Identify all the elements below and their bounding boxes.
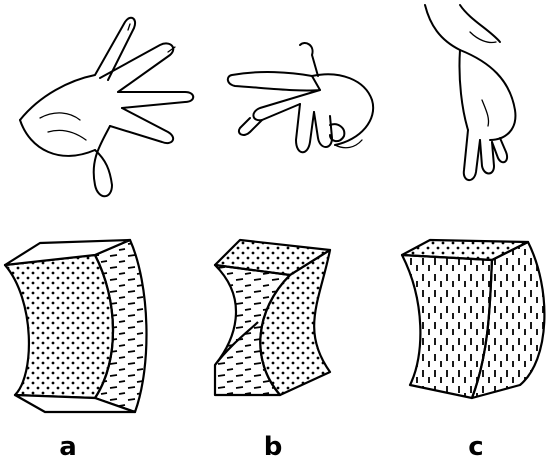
panel-label-b: b <box>263 432 283 462</box>
hand-a-illustration <box>19 16 195 198</box>
panel-label-c: c <box>468 432 484 462</box>
block-c-lateral-bend <box>400 238 546 400</box>
hand-b-illustration <box>226 42 375 154</box>
block-a-bending <box>3 238 148 414</box>
block-b-twisting <box>213 238 332 397</box>
panel-label-a: a <box>59 432 77 462</box>
hand-c-illustration <box>424 4 517 181</box>
